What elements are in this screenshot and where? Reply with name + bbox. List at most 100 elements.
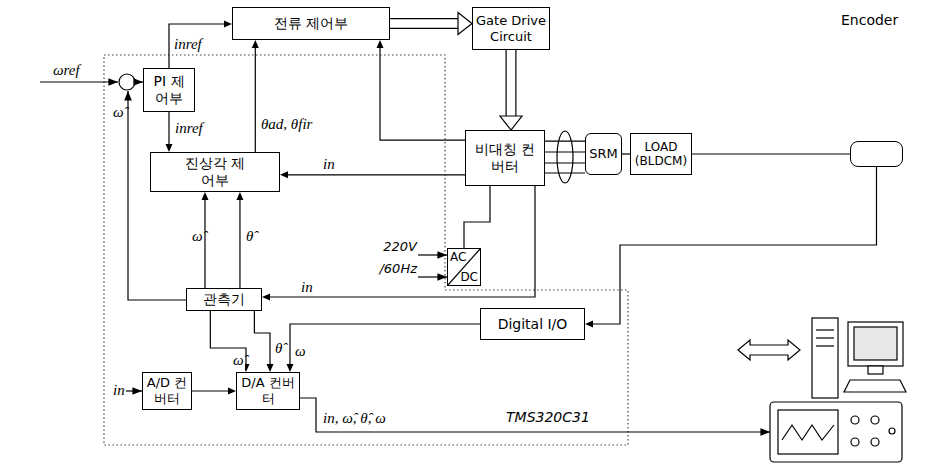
connector-group [622, 154, 630, 155]
drive-slot [816, 329, 834, 330]
signal-wire [268, 186, 535, 297]
signal-label: TMS320C31 [505, 410, 591, 425]
connector-group [280, 171, 465, 178]
drive-slot [816, 337, 834, 338]
keyboard [844, 380, 906, 392]
arrow-head [202, 192, 209, 200]
scope-trace [782, 425, 834, 440]
monitor [848, 322, 903, 366]
node-label: AC [450, 250, 466, 264]
signal-wire [464, 186, 490, 248]
connector-group [377, 40, 466, 140]
edge-label: inref [173, 36, 203, 53]
observer-box: 관측기 [186, 288, 262, 311]
controller-box: PI 제어부 [143, 68, 195, 112]
edge-label: in [300, 279, 314, 296]
node-label: Digital I/O [498, 316, 568, 333]
signal-wire [168, 112, 169, 146]
arrow-head [236, 192, 243, 200]
edge-label: θad, θfir [260, 116, 313, 133]
motor-box: SRM [585, 133, 622, 175]
phase-wire [545, 151, 585, 152]
node-label: 관측기 [203, 291, 245, 308]
connector-group [169, 21, 232, 69]
signal-wire [380, 46, 465, 140]
arrow-head [458, 13, 472, 35]
node-label: A/D 컨버터 [146, 375, 188, 406]
connector-group [390, 13, 472, 35]
signal-wire [169, 24, 226, 68]
scope-knob [871, 438, 879, 446]
scope-body [770, 402, 902, 462]
load-box: LOAD (BLDCM) [630, 133, 692, 175]
scope-knob [871, 416, 879, 424]
converter-box: A/D 컨버터 [142, 372, 192, 410]
signal-wire [239, 198, 240, 288]
scope-knob [851, 438, 859, 446]
arrow-head [377, 40, 384, 48]
signal-wire [255, 46, 256, 152]
dsp-boundary [104, 55, 628, 445]
scope-screen [778, 410, 838, 454]
converter-box: 비대칭 컨버터 [465, 130, 545, 186]
mains-wire [418, 276, 447, 277]
edge-label: ω̂ [191, 228, 204, 245]
connector-group [236, 192, 243, 288]
signal-wire [254, 311, 270, 366]
connector-group [262, 186, 535, 301]
connector-group [545, 141, 585, 142]
controller-box: 전류 제어부 [232, 7, 390, 40]
signal-label: ω̂ [112, 104, 125, 121]
signal-label: in [112, 382, 126, 399]
rectifier-box: AC DC [447, 248, 481, 286]
node-label: Encoder [841, 12, 898, 29]
signal-label: 220V /60Hz [376, 236, 418, 280]
arrow-head [262, 294, 270, 301]
signal-wire [692, 153, 850, 154]
connector-group [166, 112, 173, 152]
scope-knob [851, 416, 859, 424]
controller-box: 진상각 제어부 [150, 152, 280, 192]
arrow-head [252, 40, 259, 48]
connector-group [254, 311, 273, 372]
connector-group [585, 167, 877, 328]
edge-label: ω [294, 343, 307, 360]
edge-label: in [322, 156, 336, 173]
node-label: SRM [589, 146, 618, 162]
arrow-head [280, 171, 288, 178]
signal-wire [286, 174, 465, 175]
pc-icon [738, 318, 906, 398]
adc-input-wire [126, 390, 142, 391]
connector-group [252, 40, 259, 152]
node-label: DC [460, 270, 478, 284]
phase-wire [545, 172, 585, 173]
scope-knob [889, 428, 895, 434]
io-box: Digital I/O [480, 308, 585, 340]
link-arrow [738, 340, 800, 360]
drive-slot [816, 345, 834, 346]
diagonal-line [448, 249, 480, 285]
monitor-stand [868, 366, 883, 374]
encoder-body: Encoder [850, 141, 903, 167]
pc-tower [812, 318, 838, 398]
connector-group [192, 388, 236, 395]
connector-group [692, 154, 850, 155]
connector-group [287, 324, 481, 372]
edge-label: ω̂ [232, 352, 245, 369]
signal-wire [204, 198, 205, 288]
node-label: 전류 제어부 [274, 15, 348, 32]
summing-junction [119, 74, 135, 90]
signal-arrow [390, 18, 459, 29]
node-label: 진상각 제어부 [184, 155, 246, 189]
arrow-fill [507, 50, 516, 117]
signal-wire [290, 324, 480, 366]
signal-wire [192, 390, 230, 391]
arrow-head [166, 144, 173, 152]
signal-label: ωref [52, 62, 81, 79]
signal-wire [622, 153, 630, 154]
signal-arrow [506, 50, 517, 117]
arrow-head [287, 364, 294, 372]
